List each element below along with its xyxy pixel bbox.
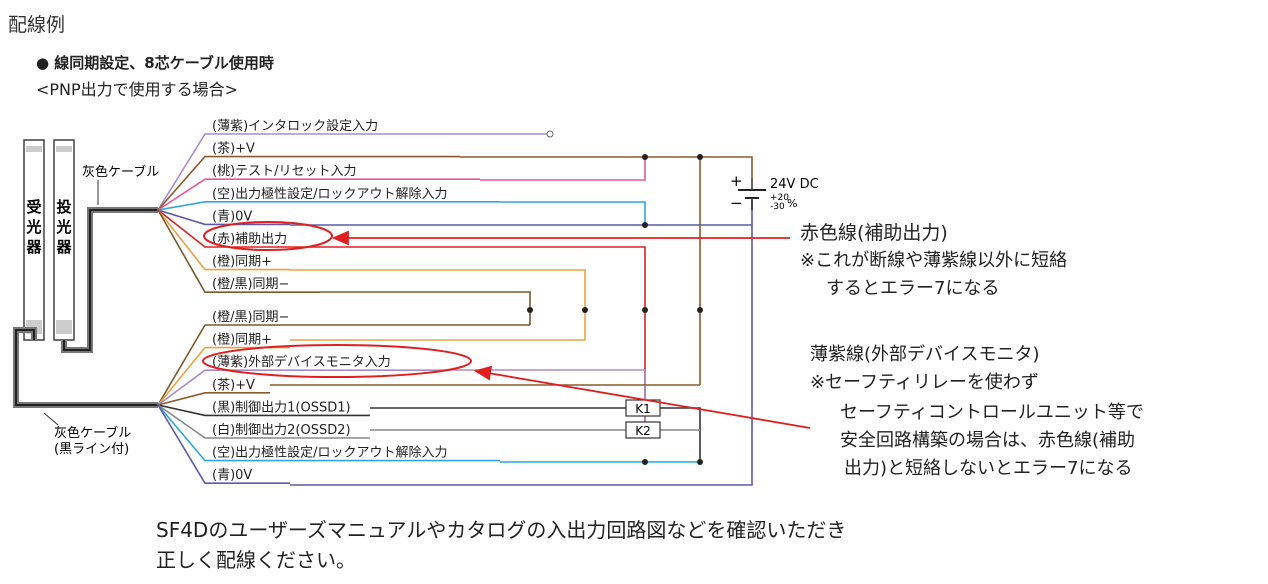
receiver-char-3: 器: [25, 238, 42, 256]
bottom-wire-7: [157, 404, 290, 485]
receiver-char-1: 受: [26, 198, 41, 216]
top-wire-label-0: (薄紫)インタロック設定入力: [212, 118, 378, 134]
power-tol-minus: -30: [770, 202, 785, 212]
bottom-wire-0: [157, 324, 320, 406]
top-wire-label-6: (橙)同期+: [212, 255, 272, 270]
top-wire-label-4: (青)0V: [212, 209, 252, 224]
output-mode-heading: <PNP出力で使用する場合>: [36, 80, 239, 99]
power-plus: +: [730, 172, 743, 190]
power-percent: %: [787, 197, 797, 210]
power-tol-plus: +20: [770, 193, 789, 203]
top-wire-label-7: (橙/黒)同期−: [212, 277, 289, 292]
bottom-instruction-line1: SF4Dのユーザーズマニュアルやカタログの入出力回路図などを確認いただき: [156, 518, 847, 542]
top-wire-label-3: (空)出力極性設定/ロックアウト解除入力: [212, 186, 448, 202]
bottom-wire-4: [157, 404, 370, 417]
bottom-wire-label-4: (黒)制御出力1(OSSD1): [212, 400, 351, 415]
top-wire-5: [157, 209, 310, 248]
note-red-line2: するとエラー7になる: [826, 278, 1000, 299]
diagram-subtitle: ● 線同期設定、8芯ケーブル使用時: [36, 54, 274, 72]
cable-top-label: 灰色ケーブル: [82, 164, 159, 180]
bottom-wire-5: [157, 404, 370, 439]
note-purple-title: 薄紫線(外部デバイスモニタ): [810, 344, 1040, 365]
note-purple-line3: 安全回路構築の場合は、赤色線(補助: [840, 430, 1136, 451]
receiver-char-2: 光: [25, 218, 41, 236]
highlight-purple-wire: [202, 344, 472, 378]
cable-bottom-label-2: (黒ライン付): [54, 442, 129, 457]
emitter-char-1: 投: [56, 198, 71, 216]
note-purple-line4: 出力)と短絡しないとエラー7になる: [844, 458, 1133, 479]
bottom-wire-label-5: (白)制御出力2(OSSD2): [212, 422, 351, 438]
callout-arrows: [331, 230, 811, 429]
emitter-char-2: 光: [55, 218, 71, 236]
bottom-wire-6: [157, 404, 500, 462]
wires-bottom: (橙/黒)同期− (橙)同期+ (薄紫)外部デバイスモニタ入力 (茶)+V (黒)制御出…: [157, 310, 500, 485]
wires-top: (薄紫)インタロック設定入力 (茶)+V (桃)テスト/リセット入力 (空)出力極性設…: [157, 118, 550, 294]
top-wire-label-1: (茶)+V: [212, 141, 255, 157]
top-wire-label-5: (赤)補助出力: [212, 232, 287, 247]
top-wire-0: [157, 133, 550, 211]
bottom-instruction-line2: 正しく配線ください。: [156, 548, 356, 572]
sensor-receiver: 受 光 器: [23, 139, 45, 341]
bottom-wire-3: [157, 391, 270, 406]
bottom-wire-label-6: (空)出力極性設定/ロックアウト解除入力: [212, 445, 448, 461]
bottom-wire-label-1: (橙)同期+: [212, 333, 272, 348]
power-voltage: 24V DC: [770, 177, 819, 192]
svg-text:K1: K1: [635, 402, 651, 416]
power-minus: −: [730, 194, 743, 212]
bottom-wire-label-2: (薄紫)外部デバイスモニタ入力: [212, 354, 391, 370]
bottom-wire-2: [157, 369, 450, 406]
note-purple-line1: ※セーフティリレーを使わず: [810, 372, 1039, 393]
power-supply: + − 24V DC +20 -30 %: [730, 172, 819, 212]
note-red-line1: ※これが断線や薄紫線以外に短絡: [800, 250, 1068, 271]
top-wire-label-2: (桃)テスト/リセット入力: [212, 164, 357, 179]
cable-bottom-label-1: 灰色ケーブル: [54, 425, 131, 441]
top-wire-6: [157, 209, 290, 271]
top-wire-7: [157, 209, 320, 294]
cable-top: [61, 207, 158, 353]
top-wire-1: [157, 155, 460, 211]
note-red-title: 赤色線(補助出力): [800, 222, 948, 244]
cable-bottom: [13, 327, 158, 408]
junction-dots: [527, 154, 703, 465]
relay-k2: K2: [625, 421, 661, 439]
top-wire-4: [157, 209, 290, 226]
relay-k1: K1: [625, 399, 661, 417]
top-wire-3: [157, 201, 500, 211]
sensor-emitter: 投 光 器: [53, 139, 75, 341]
bottom-wire-label-0: (橙/黒)同期−: [212, 310, 289, 325]
highlight-red-wire: [203, 221, 333, 251]
emitter-char-3: 器: [55, 238, 72, 256]
bottom-wire-label-3: (茶)+V: [212, 377, 255, 393]
page-title: 配線例: [8, 14, 66, 36]
svg-text:K2: K2: [635, 424, 651, 438]
note-purple-line2: セーフティコントロールユニット等で: [840, 402, 1144, 423]
top-wire-2: [157, 178, 480, 211]
bottom-wire-label-7: (青)0V: [212, 468, 252, 483]
